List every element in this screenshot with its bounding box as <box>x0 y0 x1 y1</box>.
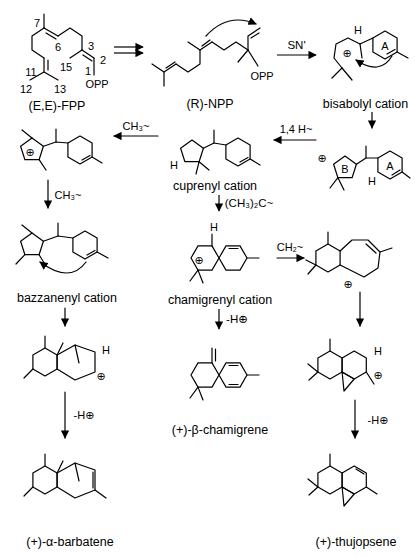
structure-label: ⊕ <box>373 369 382 381</box>
compound-name: (E,E)-FPP <box>28 99 87 114</box>
compound-name: bazzanenyl cation <box>16 291 118 306</box>
compound: (E,E)-FPP <box>2 2 112 114</box>
structure-label: H <box>210 221 218 233</box>
compound-name: cuprenyl cation <box>172 179 258 194</box>
compound: (+)-thujopsene <box>300 442 412 550</box>
structure-label: H <box>170 159 178 171</box>
compound-name: chamigrenyl cation <box>167 293 273 308</box>
reaction-arrow <box>114 47 143 53</box>
arrow-label: -H⊕ <box>225 313 249 326</box>
structure-label: 2 <box>100 54 106 66</box>
structure-label: A <box>386 160 393 172</box>
reaction-arrow <box>277 55 316 56</box>
arrow-label: (CH₃)₂C~ <box>224 197 274 210</box>
reaction-arrow <box>219 195 220 211</box>
structure-label: -H⊕ <box>368 414 389 426</box>
structure-label: 6 <box>55 41 61 53</box>
structure-label: H <box>374 345 382 357</box>
structure-label: ⊕ <box>194 254 203 266</box>
structure-label: H <box>102 344 110 356</box>
structure-label: ⊕ <box>317 152 326 164</box>
structure-label: 12 <box>20 83 32 95</box>
structure-label: 11 <box>25 66 36 78</box>
structure-label: 1 <box>85 65 91 77</box>
structure-label: CH₂~ <box>277 241 304 253</box>
structure-label: 7 <box>34 17 40 29</box>
structure-label: 3 <box>88 40 94 52</box>
structure-label: ⊕ <box>25 146 34 158</box>
structure-label: ⊕ <box>96 370 105 382</box>
structure-label: CH₃~ <box>55 189 82 201</box>
structure-label: ⊕ <box>343 278 352 290</box>
compound-name: (+)-thujopsene <box>315 535 398 550</box>
structure-label: CH₃~ <box>123 120 150 132</box>
structure-label: 15 <box>60 61 72 73</box>
compound-name: (+)-β-chamigrene <box>171 423 269 438</box>
structure-label: OPP <box>85 78 108 90</box>
structure-label: 1,4 H~ <box>280 123 313 135</box>
compound: (+)-β-chamigrene <box>165 330 275 438</box>
reaction-arrow <box>219 309 220 329</box>
compound-name: bisabolyl cation <box>322 97 409 112</box>
compound: (R)-NPP <box>145 10 275 112</box>
compound: (+)-α-barbatene <box>10 442 130 550</box>
arrow-label: SN' <box>286 39 306 52</box>
structure-label: A <box>381 40 388 52</box>
compound: bazzanenyl cation <box>2 212 132 306</box>
structure-label: OPP <box>250 70 273 82</box>
compound: chamigrenyl cation <box>165 212 276 308</box>
compound: cuprenyl cation <box>160 112 270 194</box>
structure-label: 13 <box>54 83 66 95</box>
structure-label: ⊕ <box>342 47 351 59</box>
compound-name: (R)-NPP <box>185 97 234 112</box>
compound: bisabolyl cation <box>318 10 413 112</box>
compound-name: (+)-α-barbatene <box>25 535 114 550</box>
structure-label: H <box>368 175 376 187</box>
structure-label: B <box>341 163 348 175</box>
structure-label: -H⊕ <box>74 409 95 421</box>
structure-label: H <box>354 24 362 36</box>
